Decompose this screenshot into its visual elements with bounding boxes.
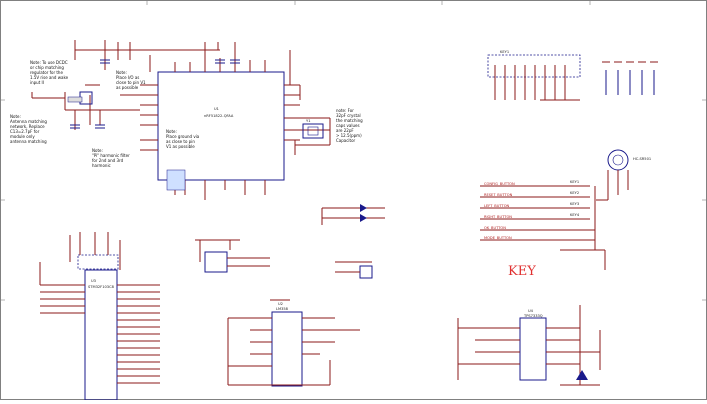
key-title: KEY (508, 264, 536, 279)
opamp-block: U2 LM358 (227, 299, 360, 387)
swd-header (487, 54, 581, 78)
note-io: Note: Place I/O as close to pin V1 as po… (116, 70, 147, 90)
note-crystal: note: For 32pF crystal the matching caps… (336, 108, 364, 143)
mcu-block: U3 STM32F103C8 (39, 232, 160, 401)
rf-block: U1 nRF51822-QFAA (31, 40, 331, 200)
main-ic (157, 71, 285, 181)
mcu-ic (84, 269, 118, 401)
ground-via-array (166, 169, 186, 191)
note-dcdc: Note: To use DCDC or chip matching regul… (30, 60, 69, 85)
driver-part: TPS7333Q (523, 314, 543, 318)
mcu-part: STM32F103C8 (88, 285, 115, 289)
crystal-refdes: Y1 (306, 119, 310, 123)
key-input-5: OK_BUTTON (484, 226, 506, 230)
key-label-4: KEY4 (570, 213, 580, 217)
key-input-1: CONFIG_BUTTON (484, 182, 515, 186)
note-filter: Note: "Pi" harmonic filter for 2nd and 3… (92, 148, 131, 168)
driver-ic (519, 317, 547, 381)
sensor-block: HC-SR501 (596, 149, 651, 201)
sensor-part: HC-SR501 (633, 157, 651, 161)
driver-refdes: U4 (528, 309, 534, 313)
crystal (302, 123, 324, 139)
key-input-3: LEFT_BUTTON (484, 204, 510, 208)
antenna-feed (67, 96, 83, 103)
key-label-2: KEY2 (570, 191, 579, 195)
opamp-refdes: U2 (278, 302, 283, 306)
header-title: KEY1 (500, 50, 509, 54)
note-antenna: Note: Antenna matching network, Replace … (10, 114, 48, 144)
frame-ticks (0, 0, 707, 301)
regulator-block (195, 239, 270, 273)
key-input-4: RIGHT_BUTTON (484, 215, 512, 219)
sensor-connector (335, 261, 373, 279)
opamp-part: LM358 (276, 307, 289, 311)
led-block (321, 204, 385, 225)
mcu-refdes: U3 (91, 279, 96, 283)
main-ic-part: nRF51822-QFAA (204, 114, 234, 118)
note-ground: Note: Place ground via as close to pin V… (166, 129, 201, 149)
key-label-1: KEY1 (570, 180, 579, 184)
regulator-ic (204, 251, 228, 273)
key-input-2: RESET_BUTTON (484, 193, 513, 197)
sensor-dome (607, 149, 629, 171)
header-block: KEY1 (487, 50, 658, 101)
opamp-ic (271, 311, 303, 387)
key-section: CONFIG_BUTTON RESET_BUTTON LEFT_BUTTON R… (480, 180, 606, 279)
key-label-3: KEY3 (570, 202, 579, 206)
driver-block: U4 TPS7333Q (457, 305, 601, 386)
key-input-6: MODE_BUTTON (484, 236, 512, 240)
main-ic-refdes: U1 (214, 107, 219, 111)
